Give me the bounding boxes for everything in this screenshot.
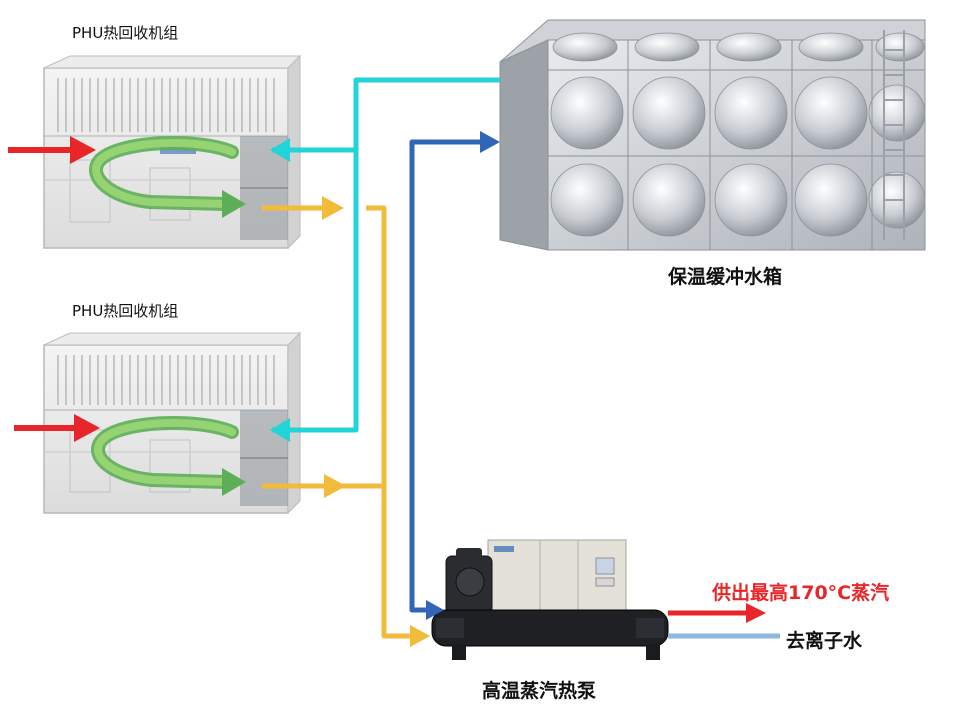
deionized-water-label: 去离子水 [786, 630, 863, 652]
heat-recovery-swirl-top [89, 135, 246, 218]
cold-return-arrow-bottom [270, 418, 290, 442]
phu-unit-top-label: PHU热回收机组 [72, 24, 179, 42]
warm-supply-pipe [262, 205, 420, 639]
warm-supply-arrow-top [322, 196, 344, 220]
steam-output-arrow [668, 603, 766, 623]
warm-supply-arrow-bottom [324, 474, 346, 498]
phu-unit-bottom-label: PHU热回收机组 [72, 302, 179, 320]
buffer-water-tank [499, 19, 926, 251]
tank-pump-arrow-tank [480, 131, 500, 153]
heat-recovery-swirl-bottom [91, 415, 246, 496]
steam-output-label: 供出最高170°C蒸汽 [712, 582, 890, 604]
tank-pump-arrow-pump [426, 600, 444, 620]
warm-supply-arrow-pump [410, 625, 430, 647]
cold-return-pipe [272, 77, 500, 433]
tank-pump-pipe [409, 139, 490, 613]
steam-heat-pump [431, 539, 669, 660]
phu-unit-top [43, 54, 302, 250]
tank-label: 保温缓冲水箱 [668, 266, 783, 288]
cold-return-arrow-top [270, 138, 290, 162]
hot-air-inlet-top [8, 136, 96, 164]
hot-air-inlet-bottom [14, 414, 100, 442]
heat-pump-label: 高温蒸汽热泵 [482, 680, 597, 702]
ladder-icon [883, 30, 905, 240]
